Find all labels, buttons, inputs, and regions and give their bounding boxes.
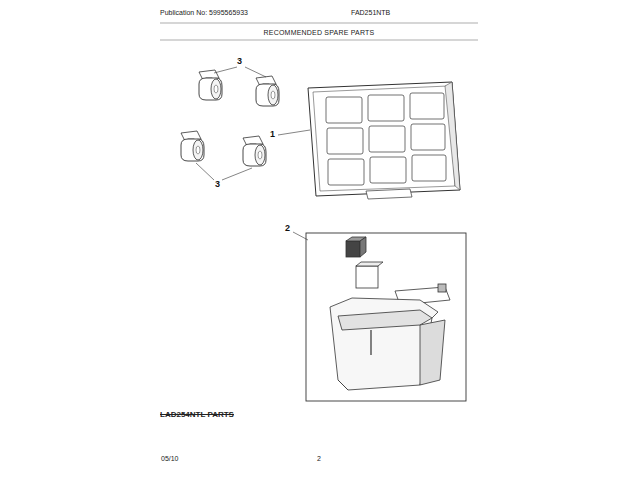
- callout-number: 1: [270, 130, 275, 140]
- caster: [256, 76, 279, 106]
- callout-number: 3: [215, 180, 220, 190]
- publication-number: Publication No: 5995565933: [160, 9, 248, 17]
- caster: [243, 136, 266, 166]
- water-bucket: [330, 237, 450, 390]
- kit-frame: [306, 233, 466, 401]
- air-filter: [308, 82, 460, 199]
- callout-number: 3: [237, 57, 242, 67]
- date-code: 05/10: [161, 455, 179, 463]
- caster: [199, 70, 222, 100]
- callout-number: 2: [285, 224, 290, 234]
- page-title: RECOMMENDED SPARE PARTS: [264, 29, 375, 37]
- section-label: LAD254NTL PARTS: [160, 411, 234, 420]
- page-number: 2: [317, 455, 321, 463]
- caster: [181, 131, 204, 161]
- model-number: FAD251NTB: [351, 9, 390, 17]
